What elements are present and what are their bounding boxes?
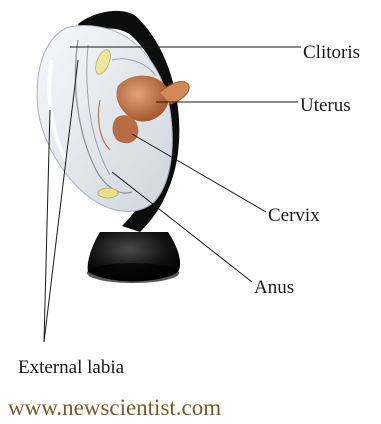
leader-labia-a <box>44 110 50 342</box>
label-cervix: Cervix <box>268 206 320 225</box>
label-uterus: Uterus <box>300 96 351 115</box>
stand-base-shadow <box>87 263 179 283</box>
gland-yellow <box>98 188 118 198</box>
watermark-url: www.newscientist.com <box>8 396 221 419</box>
label-clitoris: Clitoris <box>303 43 360 62</box>
label-anus: Anus <box>254 278 294 297</box>
label-external-labia: External labia <box>18 358 124 377</box>
